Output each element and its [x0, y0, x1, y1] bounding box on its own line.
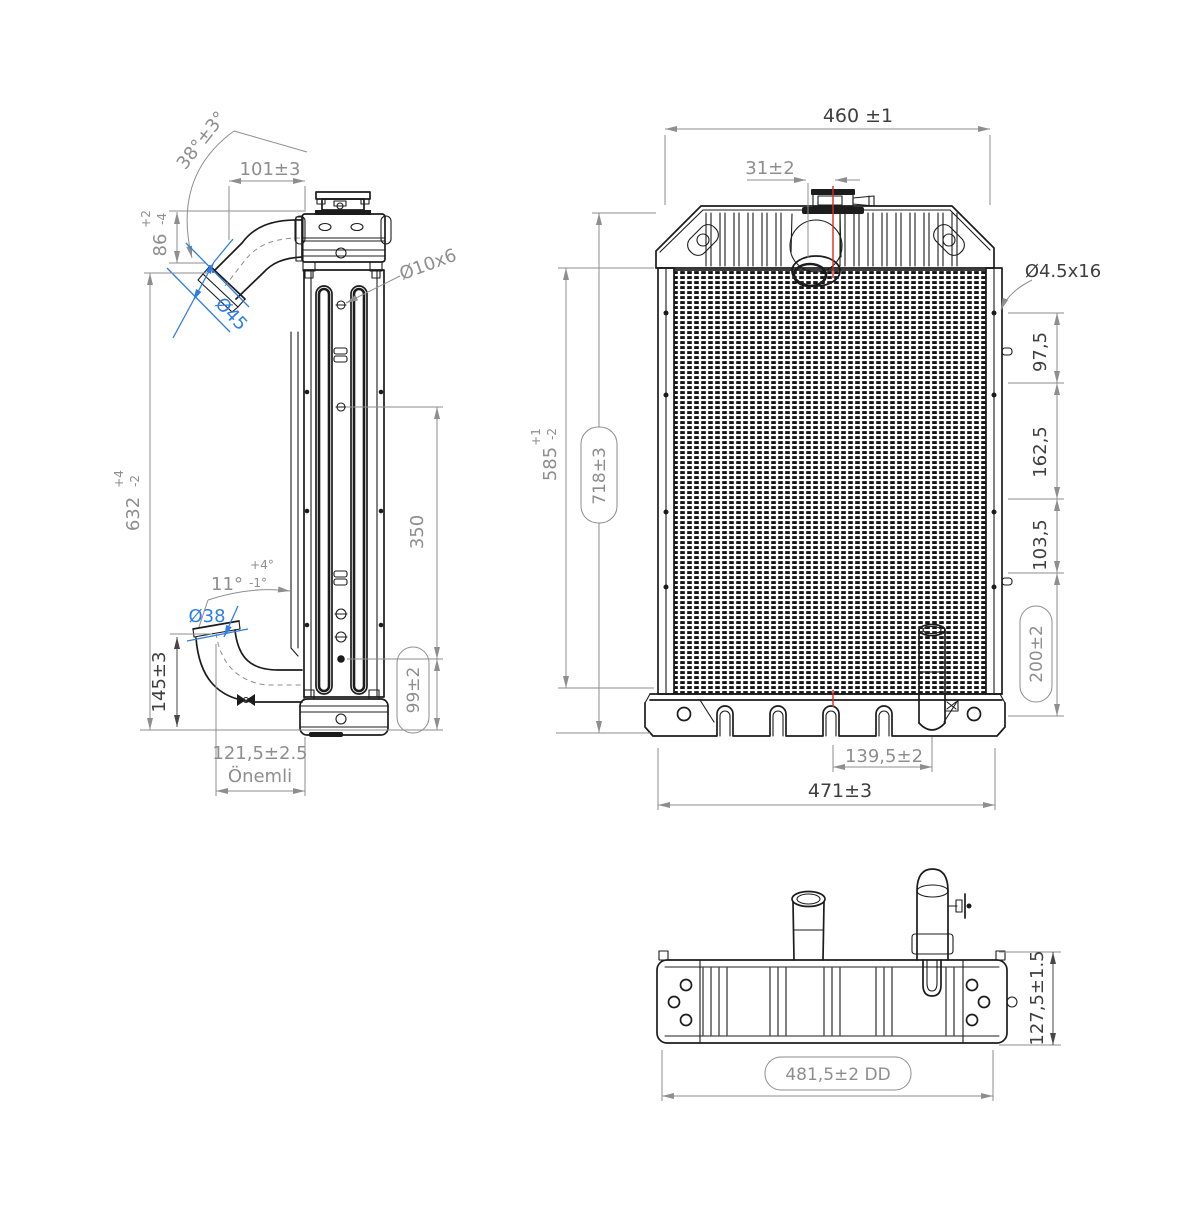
- dim-text-127: 127,5±1.5: [1027, 950, 1048, 1045]
- neck-through-slot: [922, 959, 942, 997]
- dim-text-86-dn: -4: [155, 213, 169, 225]
- dim-text-86-up: +2: [139, 210, 153, 228]
- channel-holes: [304, 300, 384, 663]
- dim-text-350: 350: [407, 515, 428, 549]
- dim-139: 139,5±2: [832, 737, 933, 772]
- filler-neck-top-view: [911, 868, 972, 961]
- front-view: 460 ±1 31±2 585 +1 -2 718±3 Ø4.5x16: [529, 105, 1101, 810]
- dim-text-103: 103,5: [1030, 519, 1051, 571]
- dim-dia-45: Ø45: [166, 238, 251, 339]
- outlet-pipe: [918, 623, 959, 731]
- dim-text-10x6: Ø10x6: [397, 245, 460, 285]
- dim-460: 460 ±1: [664, 105, 991, 205]
- inlet-pipe-top-view: [791, 890, 826, 961]
- bottom-tank-side: [299, 689, 389, 737]
- mount-holes-right: [965, 978, 991, 1027]
- inlet-neck: [789, 213, 843, 288]
- bottom-view: 481,5±2 DD 127,5±1.5: [656, 868, 1061, 1101]
- petcock-top-view: [947, 893, 972, 919]
- dim-text-632: 632: [123, 497, 144, 531]
- dim-text-200: 200±2: [1027, 625, 1047, 683]
- dim-text-onemli: Önemli: [228, 765, 292, 787]
- dim-86: 86 +2 -4: [139, 210, 306, 264]
- dim-145: 145±3: [149, 633, 212, 727]
- dim-text-86: 86: [150, 234, 171, 257]
- dim-585: 585 +1 -2: [529, 267, 654, 689]
- dim-101: 101±3: [228, 159, 306, 240]
- dim-text-11: 11°: [211, 574, 243, 595]
- dim-31: 31±2: [745, 158, 860, 258]
- dim-text-145: 145±3: [149, 652, 170, 713]
- top-tank-front: [655, 186, 995, 288]
- top-tank-side: [294, 213, 392, 279]
- mount-holes-left: [667, 978, 693, 1027]
- bottom-tank-top-view: [656, 950, 1018, 1044]
- side-channel: [290, 269, 385, 698]
- corner-bracket-left: [687, 224, 719, 256]
- dim-350: 350: [347, 406, 443, 660]
- dim-text-585-dn: -2: [545, 428, 559, 440]
- dim-dia-38: Ø38: [186, 605, 249, 642]
- upper-hose: [197, 216, 304, 313]
- filler-cap-front: [802, 189, 875, 214]
- dim-99: 99±2: [396, 646, 440, 734]
- dim-text-718: 718±3: [590, 447, 610, 505]
- dim-632: 632 +4 -2: [112, 272, 443, 731]
- side-view: 38°±3° 101±3 86 +2 -4 Ø45 Ø10x6: [112, 108, 460, 796]
- dim-718: 718±3: [556, 212, 656, 734]
- dim-471: 471±3: [657, 748, 996, 810]
- dim-text-585-up: +1: [529, 428, 543, 446]
- dim-text-632-dn: -2: [128, 475, 142, 487]
- dim-angle-38: 38°±3°: [173, 108, 308, 259]
- dim-481: 481,5±2 DD: [661, 1050, 994, 1101]
- dim-text-139: 139,5±2: [845, 746, 923, 767]
- dim-text-31: 31±2: [745, 158, 794, 179]
- dim-text-11-up: +4°: [250, 558, 274, 572]
- dim-text-dia38: Ø38: [188, 606, 225, 627]
- dim-chain-right: 97,5 162,5 103,5 200±2: [1008, 312, 1064, 717]
- hose-clamp: [237, 694, 255, 706]
- dim-text-471: 471±3: [808, 780, 872, 802]
- dim-121: 121,5±2.5 Önemli: [212, 644, 308, 796]
- dim-text-121: 121,5±2.5: [212, 743, 307, 764]
- filler-cap-side: [315, 191, 371, 215]
- dim-text-11-dn: -1°: [249, 576, 267, 590]
- dim-text-162: 162,5: [1030, 426, 1051, 478]
- dim-angle-11: 11° +4° -1°: [198, 558, 291, 628]
- dim-text-101: 101±3: [240, 159, 301, 180]
- dim-text-460: 460 ±1: [823, 105, 893, 127]
- dim-text-585: 585: [540, 447, 561, 481]
- dim-text-97: 97,5: [1030, 332, 1051, 372]
- dim-text-481: 481,5±2 DD: [785, 1065, 890, 1085]
- dim-127: 127,5±1.5: [999, 950, 1061, 1046]
- dim-hole-10x6: Ø10x6: [345, 245, 460, 304]
- bottom-tank-front: [644, 690, 1006, 737]
- dim-text-632-up: +4: [112, 470, 126, 488]
- side-stub: [1006, 996, 1018, 1008]
- channel-rivets: [663, 310, 997, 590]
- dim-text-99: 99±2: [404, 667, 424, 714]
- dim-text-45x16: Ø4.5x16: [1025, 261, 1101, 282]
- core-mesh: [657, 267, 1013, 695]
- corner-bracket-right: [933, 224, 965, 256]
- dim-hole-45x16: Ø4.5x16: [1000, 261, 1101, 311]
